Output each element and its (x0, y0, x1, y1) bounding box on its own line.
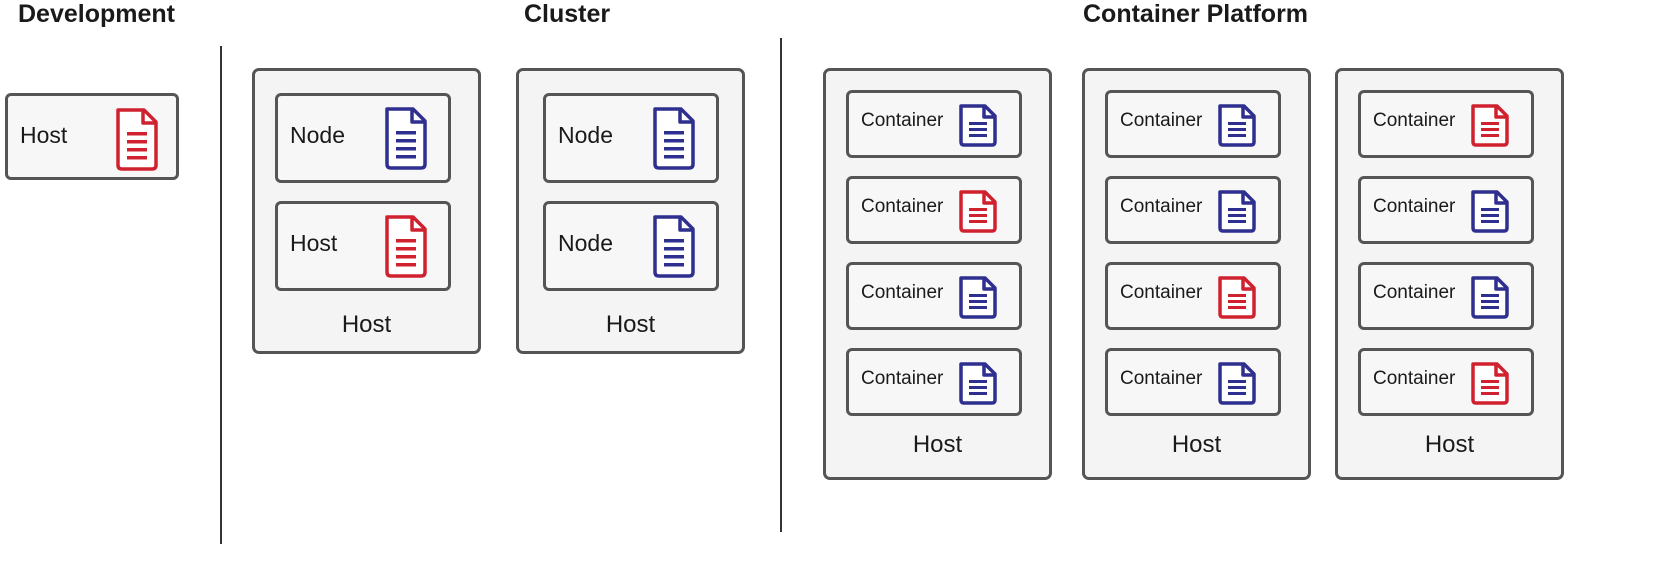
container-box: Container (1105, 262, 1281, 330)
container-label: Container (1373, 368, 1456, 389)
container-box: Container (1105, 90, 1281, 158)
document-icon (1214, 274, 1260, 325)
container-label: Container (1120, 368, 1203, 389)
document-icon (1467, 188, 1513, 239)
host-label: Host (341, 311, 392, 338)
cluster-host-box: Node Host Host (252, 68, 481, 354)
development-heading: Development (18, 0, 175, 28)
document-icon (1467, 360, 1513, 411)
container-box: Container (1358, 90, 1534, 158)
document-icon (955, 360, 1001, 411)
container-box: Container (846, 348, 1022, 416)
host-box: Host (275, 201, 451, 291)
container-label: Container (1373, 282, 1456, 303)
node-box: Node (275, 93, 451, 183)
development-host-box: Host (5, 93, 179, 180)
container-box: Container (846, 90, 1022, 158)
host-label: Host (1424, 431, 1475, 458)
node-label: Node (290, 122, 345, 148)
container-platform-heading: Container Platform (1083, 0, 1309, 28)
document-icon (1214, 360, 1260, 411)
host-label: Host (290, 230, 338, 256)
document-icon (1214, 188, 1260, 239)
cluster-host-box: Node Node Host (516, 68, 745, 354)
document-icon (1467, 274, 1513, 325)
document-icon (1467, 102, 1513, 153)
document-icon (114, 106, 160, 177)
node-label: Node (558, 122, 613, 148)
host-label: Host (1171, 431, 1222, 458)
container-box: Container (846, 176, 1022, 244)
document-icon (1214, 102, 1260, 153)
container-label: Container (861, 368, 944, 389)
document-icon (383, 105, 429, 176)
container-box: Container (1358, 348, 1534, 416)
container-box: Container (1358, 176, 1534, 244)
container-label: Container (861, 282, 944, 303)
host-label: Host (605, 311, 656, 338)
section-divider (220, 46, 222, 544)
cluster-heading: Cluster (524, 0, 611, 28)
container-box: Container (1105, 176, 1281, 244)
container-label: Container (1373, 196, 1456, 217)
node-box: Node (543, 201, 719, 291)
document-icon (651, 105, 697, 176)
container-label: Container (1373, 110, 1456, 131)
node-box: Node (543, 93, 719, 183)
container-box: Container (1105, 348, 1281, 416)
host-label: Host (20, 122, 68, 148)
container-label: Container (1120, 282, 1203, 303)
node-label: Node (558, 230, 613, 256)
document-icon (955, 188, 1001, 239)
host-label: Host (912, 431, 963, 458)
container-label: Container (1120, 110, 1203, 131)
document-icon (955, 274, 1001, 325)
container-box: Container (846, 262, 1022, 330)
container-label: Container (1120, 196, 1203, 217)
document-icon (955, 102, 1001, 153)
document-icon (383, 213, 429, 284)
container-label: Container (861, 196, 944, 217)
document-icon (651, 213, 697, 284)
container-box: Container (1358, 262, 1534, 330)
container-label: Container (861, 110, 944, 131)
section-divider (780, 38, 782, 532)
